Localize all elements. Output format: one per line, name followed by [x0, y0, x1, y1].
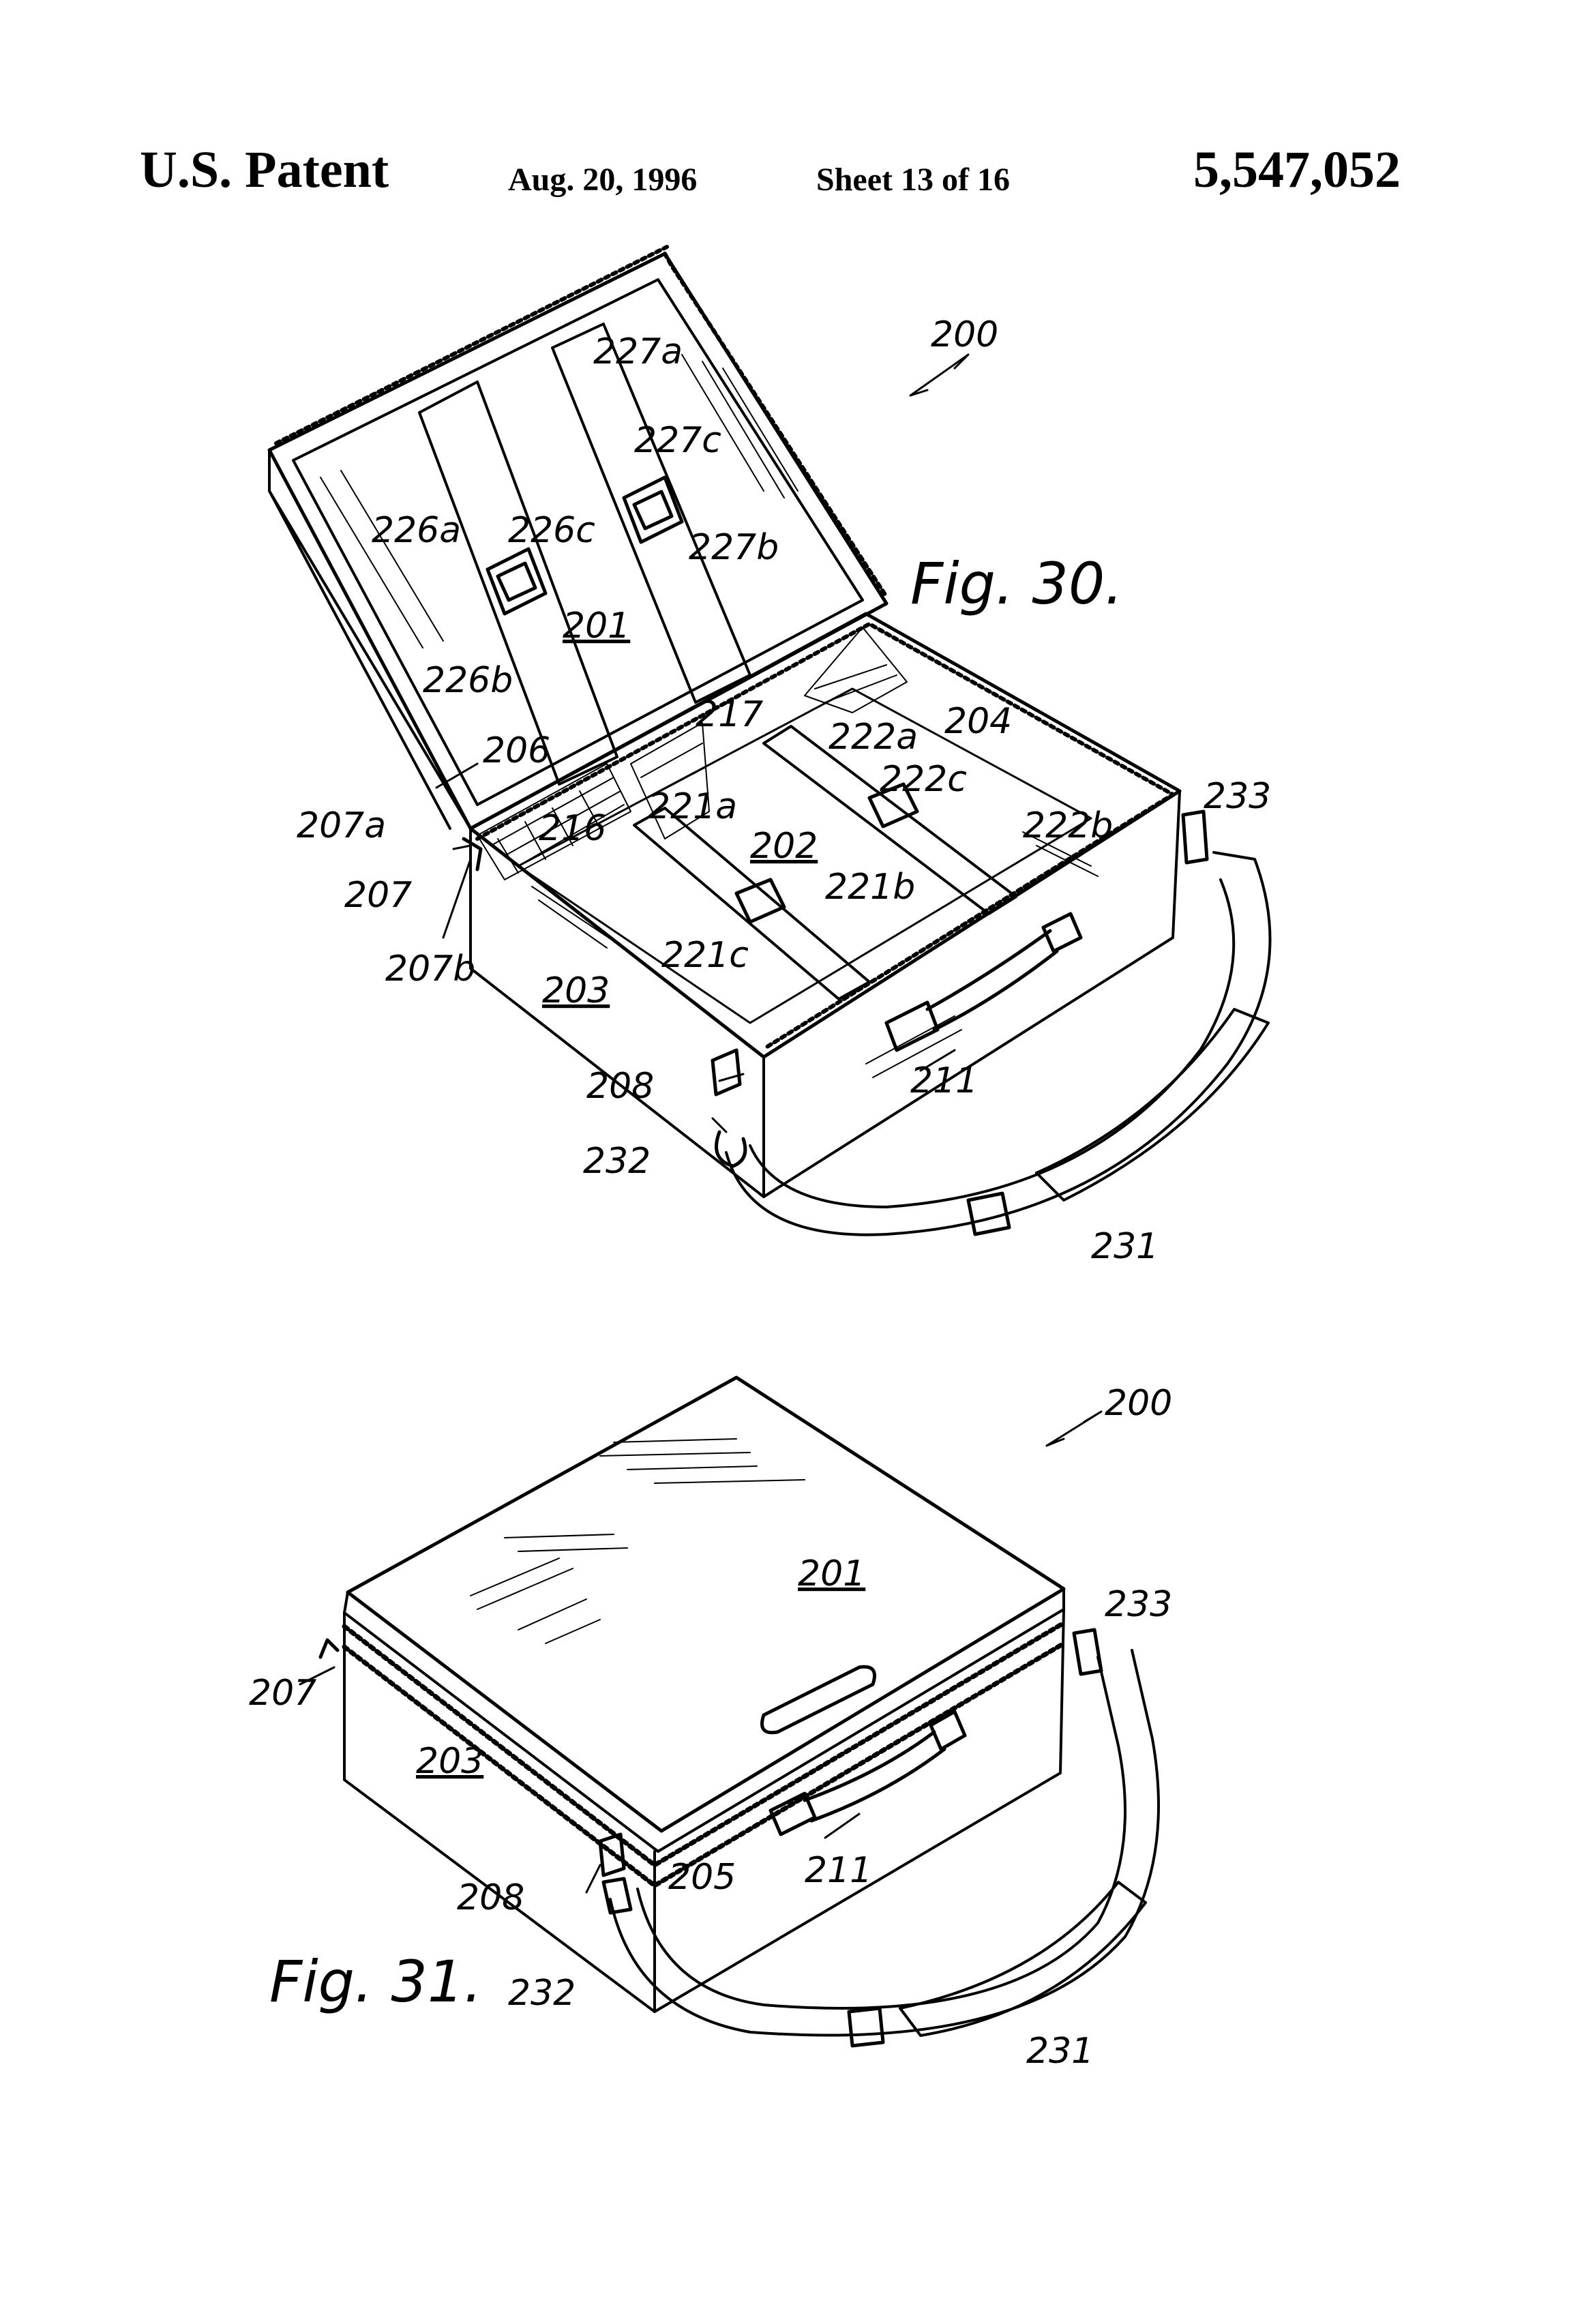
ref-226b: 226b — [423, 660, 513, 701]
top-hatching — [471, 1439, 805, 1643]
ref-207a: 207a — [297, 805, 386, 846]
ref-208-fig31: 208 — [457, 1877, 524, 1918]
ref-207-fig31: 207 — [249, 1673, 316, 1714]
figure-30-label: Fig. 30. — [910, 550, 1123, 617]
ref-227c: 227c — [634, 420, 721, 461]
ref-217: 217 — [696, 694, 763, 735]
closed-ring-232 — [603, 1879, 631, 1913]
ref-227a: 227a — [593, 331, 683, 372]
ref-227b: 227b — [689, 527, 779, 568]
ref-200-fig31: 200 — [1105, 1383, 1172, 1424]
strap-pad — [1036, 1009, 1268, 1200]
figure-31-label: Fig. 31. — [269, 1948, 482, 2015]
closed-handle-211 — [771, 1712, 965, 1834]
ref-232-fig31: 232 — [508, 1973, 576, 2014]
closed-ring-233 — [1074, 1630, 1101, 1674]
figure-31-closed-case — [300, 1377, 1159, 2046]
ref-221b: 221b — [825, 867, 915, 908]
buckle-227c — [624, 477, 682, 542]
ref-216: 216 — [539, 808, 606, 849]
ref-226c: 226c — [508, 510, 595, 551]
ref-231-fig31: 231 — [1026, 2031, 1094, 2072]
buckle-226c — [488, 549, 546, 614]
strap-226 — [419, 382, 617, 784]
ref-226a: 226a — [372, 510, 461, 551]
closed-strap-pad — [900, 1882, 1146, 2036]
figure-30-open-case — [269, 247, 1270, 1235]
ref-211-fig31: 211 — [805, 1850, 872, 1891]
ref-211-fig30: 211 — [910, 1060, 978, 1101]
ref-221c: 221c — [661, 935, 749, 976]
closed-lid-edge — [344, 1589, 1064, 1851]
handle-211 — [886, 914, 1081, 1050]
lid-handle-slot — [762, 1667, 875, 1732]
ref-232-fig30: 232 — [583, 1141, 651, 1182]
ref-222c: 222c — [880, 759, 967, 800]
ref-201-fig31: 201 — [798, 1553, 865, 1594]
closed-strap-buckle — [849, 2008, 883, 2046]
ring-233 — [1183, 811, 1207, 863]
ref-207b: 207b — [385, 949, 475, 989]
ref-222b: 222b — [1023, 805, 1113, 846]
ref-233-fig31: 233 — [1105, 1584, 1172, 1625]
latch-208 — [713, 1050, 740, 1094]
ref-203-fig31: 203 — [416, 1741, 483, 1782]
ref-222a: 222a — [829, 717, 918, 758]
ring-232 — [717, 1132, 745, 1166]
ref-200-fig30: 200 — [931, 314, 998, 355]
ref-203-fig30: 203 — [542, 970, 610, 1011]
ref-206: 206 — [483, 730, 550, 771]
closed-zipper-pull-207 — [320, 1640, 338, 1657]
ref-204: 204 — [944, 701, 1012, 742]
ref-202: 202 — [750, 826, 818, 867]
ref-208-fig30: 208 — [586, 1066, 654, 1107]
ref-231-fig30: 231 — [1091, 1226, 1159, 1267]
base-right-side — [764, 791, 1180, 1197]
shoulder-strap-231 — [726, 852, 1270, 1235]
ref-233-fig30: 233 — [1204, 776, 1271, 817]
ref-221a: 221a — [648, 786, 737, 827]
ref-201-fig30: 201 — [563, 606, 630, 646]
ref-205: 205 — [668, 1857, 736, 1898]
zipper-pull-207 — [464, 839, 481, 869]
buckle-221c — [736, 880, 784, 922]
ref-207-fig30: 207 — [344, 875, 412, 916]
